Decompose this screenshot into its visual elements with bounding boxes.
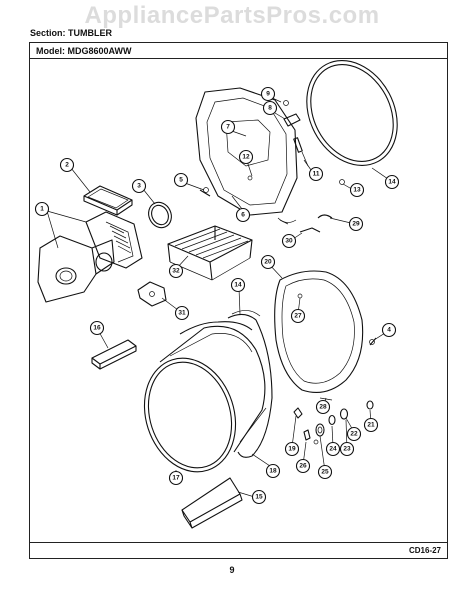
svg-text:27: 27 bbox=[294, 313, 302, 320]
callout-31: 31 bbox=[174, 305, 190, 321]
callout-1: 1 bbox=[34, 201, 50, 217]
callout-17: 17 bbox=[168, 470, 184, 486]
drum bbox=[143, 321, 267, 473]
callout-5: 5 bbox=[173, 172, 189, 188]
watermark: AppliancePartsPros.com bbox=[84, 2, 380, 29]
svg-text:14: 14 bbox=[388, 179, 396, 186]
svg-text:28: 28 bbox=[319, 404, 327, 411]
callout-2: 2 bbox=[59, 157, 75, 173]
lint-filter bbox=[83, 185, 133, 216]
svg-text:22: 22 bbox=[350, 431, 358, 438]
svg-text:24: 24 bbox=[329, 446, 337, 453]
diagram-code: CD16-27 bbox=[408, 546, 441, 555]
callout-20: 20 bbox=[260, 254, 276, 270]
svg-text:7: 7 bbox=[226, 124, 230, 131]
svg-text:11: 11 bbox=[313, 171, 320, 178]
callout-29: 29 bbox=[348, 216, 364, 232]
svg-text:4: 4 bbox=[387, 327, 391, 334]
svg-text:25: 25 bbox=[321, 469, 329, 476]
callout-13: 13 bbox=[349, 182, 365, 198]
callout-22: 22 bbox=[346, 426, 362, 442]
callout-28: 28 bbox=[315, 399, 331, 415]
drum-baffle-bottom bbox=[181, 477, 243, 529]
callout-26: 26 bbox=[295, 458, 311, 474]
filter-housing bbox=[37, 211, 143, 303]
callout-11: 11 bbox=[308, 166, 324, 182]
svg-text:9: 9 bbox=[266, 91, 270, 98]
svg-text:16: 16 bbox=[93, 325, 101, 332]
svg-text:18: 18 bbox=[269, 468, 277, 475]
model-label: Model: MDG8600AWW bbox=[30, 43, 447, 59]
callout-19: 19 bbox=[284, 441, 300, 457]
rear-bracket bbox=[137, 281, 167, 307]
svg-text:31: 31 bbox=[178, 310, 186, 317]
svg-text:23: 23 bbox=[343, 446, 351, 453]
callout-30: 30 bbox=[281, 233, 297, 249]
callout-27: 27 bbox=[290, 308, 306, 324]
front-bulkhead-seal-ring bbox=[306, 60, 398, 166]
svg-text:13: 13 bbox=[353, 187, 361, 194]
callout-4: 4 bbox=[381, 322, 397, 338]
drum-baffle-left bbox=[91, 339, 137, 370]
svg-text:32: 32 bbox=[172, 268, 180, 275]
svg-text:26: 26 bbox=[299, 463, 307, 470]
callout-32: 32 bbox=[168, 263, 184, 279]
section-title: Section: TUMBLER bbox=[30, 28, 112, 38]
drum-belt bbox=[227, 310, 273, 458]
rear-bulkhead bbox=[274, 270, 364, 393]
callout-12: 12 bbox=[238, 149, 254, 165]
svg-text:15: 15 bbox=[255, 494, 263, 501]
svg-text:12: 12 bbox=[242, 154, 250, 161]
svg-text:30: 30 bbox=[285, 238, 293, 245]
callout-8: 8 bbox=[262, 100, 278, 116]
svg-text:21: 21 bbox=[367, 422, 375, 429]
svg-text:8: 8 bbox=[268, 105, 272, 112]
callout-7: 7 bbox=[220, 119, 236, 135]
callout-23: 23 bbox=[339, 441, 355, 457]
svg-text:19: 19 bbox=[288, 446, 296, 453]
diagram-frame: Model: MDG8600AWW CD16-27 bbox=[29, 42, 448, 559]
svg-text:2: 2 bbox=[65, 162, 69, 169]
svg-text:6: 6 bbox=[241, 212, 245, 219]
callout-14a: 14 bbox=[384, 174, 400, 190]
svg-text:17: 17 bbox=[172, 475, 180, 482]
callout-15: 15 bbox=[251, 489, 267, 505]
drum-bearing-ring bbox=[148, 201, 172, 229]
diagram-footer: CD16-27 bbox=[30, 542, 447, 558]
callout-16: 16 bbox=[89, 320, 105, 336]
svg-text:5: 5 bbox=[179, 177, 183, 184]
callout-25: 25 bbox=[317, 464, 333, 480]
bulkhead-hardware bbox=[199, 100, 345, 233]
callout-21: 21 bbox=[363, 417, 379, 433]
callout-14b: 14 bbox=[230, 277, 246, 293]
page-number: 9 bbox=[229, 565, 235, 575]
svg-text:3: 3 bbox=[137, 183, 141, 190]
leader-lines bbox=[46, 96, 392, 499]
callout-18: 18 bbox=[265, 463, 281, 479]
svg-text:29: 29 bbox=[352, 221, 360, 228]
callout-9: 9 bbox=[260, 86, 276, 102]
svg-text:14: 14 bbox=[234, 282, 242, 289]
callout-3: 3 bbox=[131, 178, 147, 194]
callout-6: 6 bbox=[235, 207, 251, 223]
svg-text:1: 1 bbox=[40, 206, 44, 213]
svg-text:20: 20 bbox=[264, 259, 272, 266]
callout-24: 24 bbox=[325, 441, 341, 457]
drum-shaft-hardware bbox=[293, 337, 377, 445]
drying-rack bbox=[167, 225, 253, 281]
